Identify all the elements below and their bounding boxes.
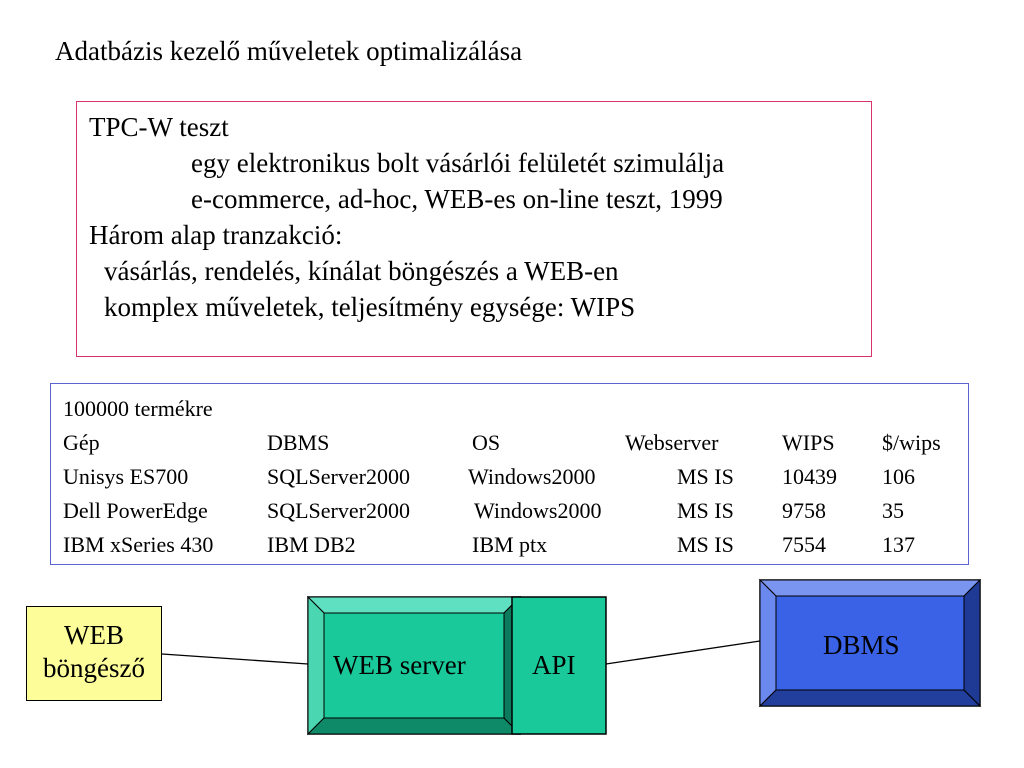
browser-label-web: WEB	[64, 620, 124, 650]
table-cell: MS IS	[677, 464, 734, 489]
transactions-detail-1: vásárlás, rendelés, kínálat böngészés a …	[104, 256, 619, 286]
header-dbms: DBMS	[267, 430, 330, 455]
table-cell: MS IS	[677, 498, 734, 523]
table-cell: SQLServer2000	[267, 464, 410, 489]
table-cell: 137	[882, 532, 915, 557]
header-cost-per-wips: $/wips	[882, 430, 941, 455]
header-webserver: Webserver	[625, 430, 719, 455]
browser-label-bongeszo: böngésző	[43, 653, 145, 683]
table-cell: Unisys ES700	[63, 464, 189, 489]
table-cell: MS IS	[677, 532, 734, 557]
api-label: API	[532, 650, 576, 680]
table-cell: Windows2000	[474, 498, 602, 523]
table-cell: IBM xSeries 430	[63, 532, 214, 557]
header-wips: WIPS	[782, 430, 835, 455]
tpc-w-description-box: TPC-W teszt egy elektronikus bolt vásárl…	[76, 101, 872, 357]
tpc-w-heading: TPC-W teszt	[89, 112, 229, 142]
slide-title: Adatbázis kezelő műveletek optimalizálás…	[55, 36, 523, 66]
table-cell: IBM ptx	[472, 532, 548, 557]
table-cell: Dell PowerEdge	[63, 498, 208, 523]
table-cell: 9758	[782, 498, 826, 523]
dbms-label: DBMS	[823, 630, 900, 660]
table-cell: 35	[882, 498, 904, 523]
table-cell: SQLServer2000	[267, 498, 410, 523]
table-cell: IBM DB2	[267, 532, 356, 557]
transactions-detail-2: komplex műveletek, teljesítmény egysége:…	[104, 292, 636, 322]
table-cell: 7554	[782, 532, 826, 557]
header-os: OS	[472, 430, 501, 455]
browser-to-webserver-connector	[161, 653, 309, 665]
table-cell: Windows2000	[468, 464, 596, 489]
transactions-heading: Három alap tranzakció:	[89, 220, 343, 250]
table-caption: 100000 termékre	[63, 396, 213, 421]
api-to-dbms-connector	[605, 640, 761, 665]
header-gep: Gép	[63, 430, 100, 455]
table-cell: 10439	[782, 464, 837, 489]
tpc-w-detail-2: e-commerce, ad-hoc, WEB-es on-line teszt…	[191, 184, 723, 214]
web-server-label: WEB server	[333, 650, 466, 680]
table-cell: 106	[882, 464, 915, 489]
tpc-w-detail-1: egy elektronikus bolt vásárlói felületét…	[191, 148, 725, 178]
results-table: 100000 termékre Gép DBMS OS Webserver WI…	[50, 383, 969, 565]
web-browser-box: WEB böngésző	[26, 606, 162, 701]
